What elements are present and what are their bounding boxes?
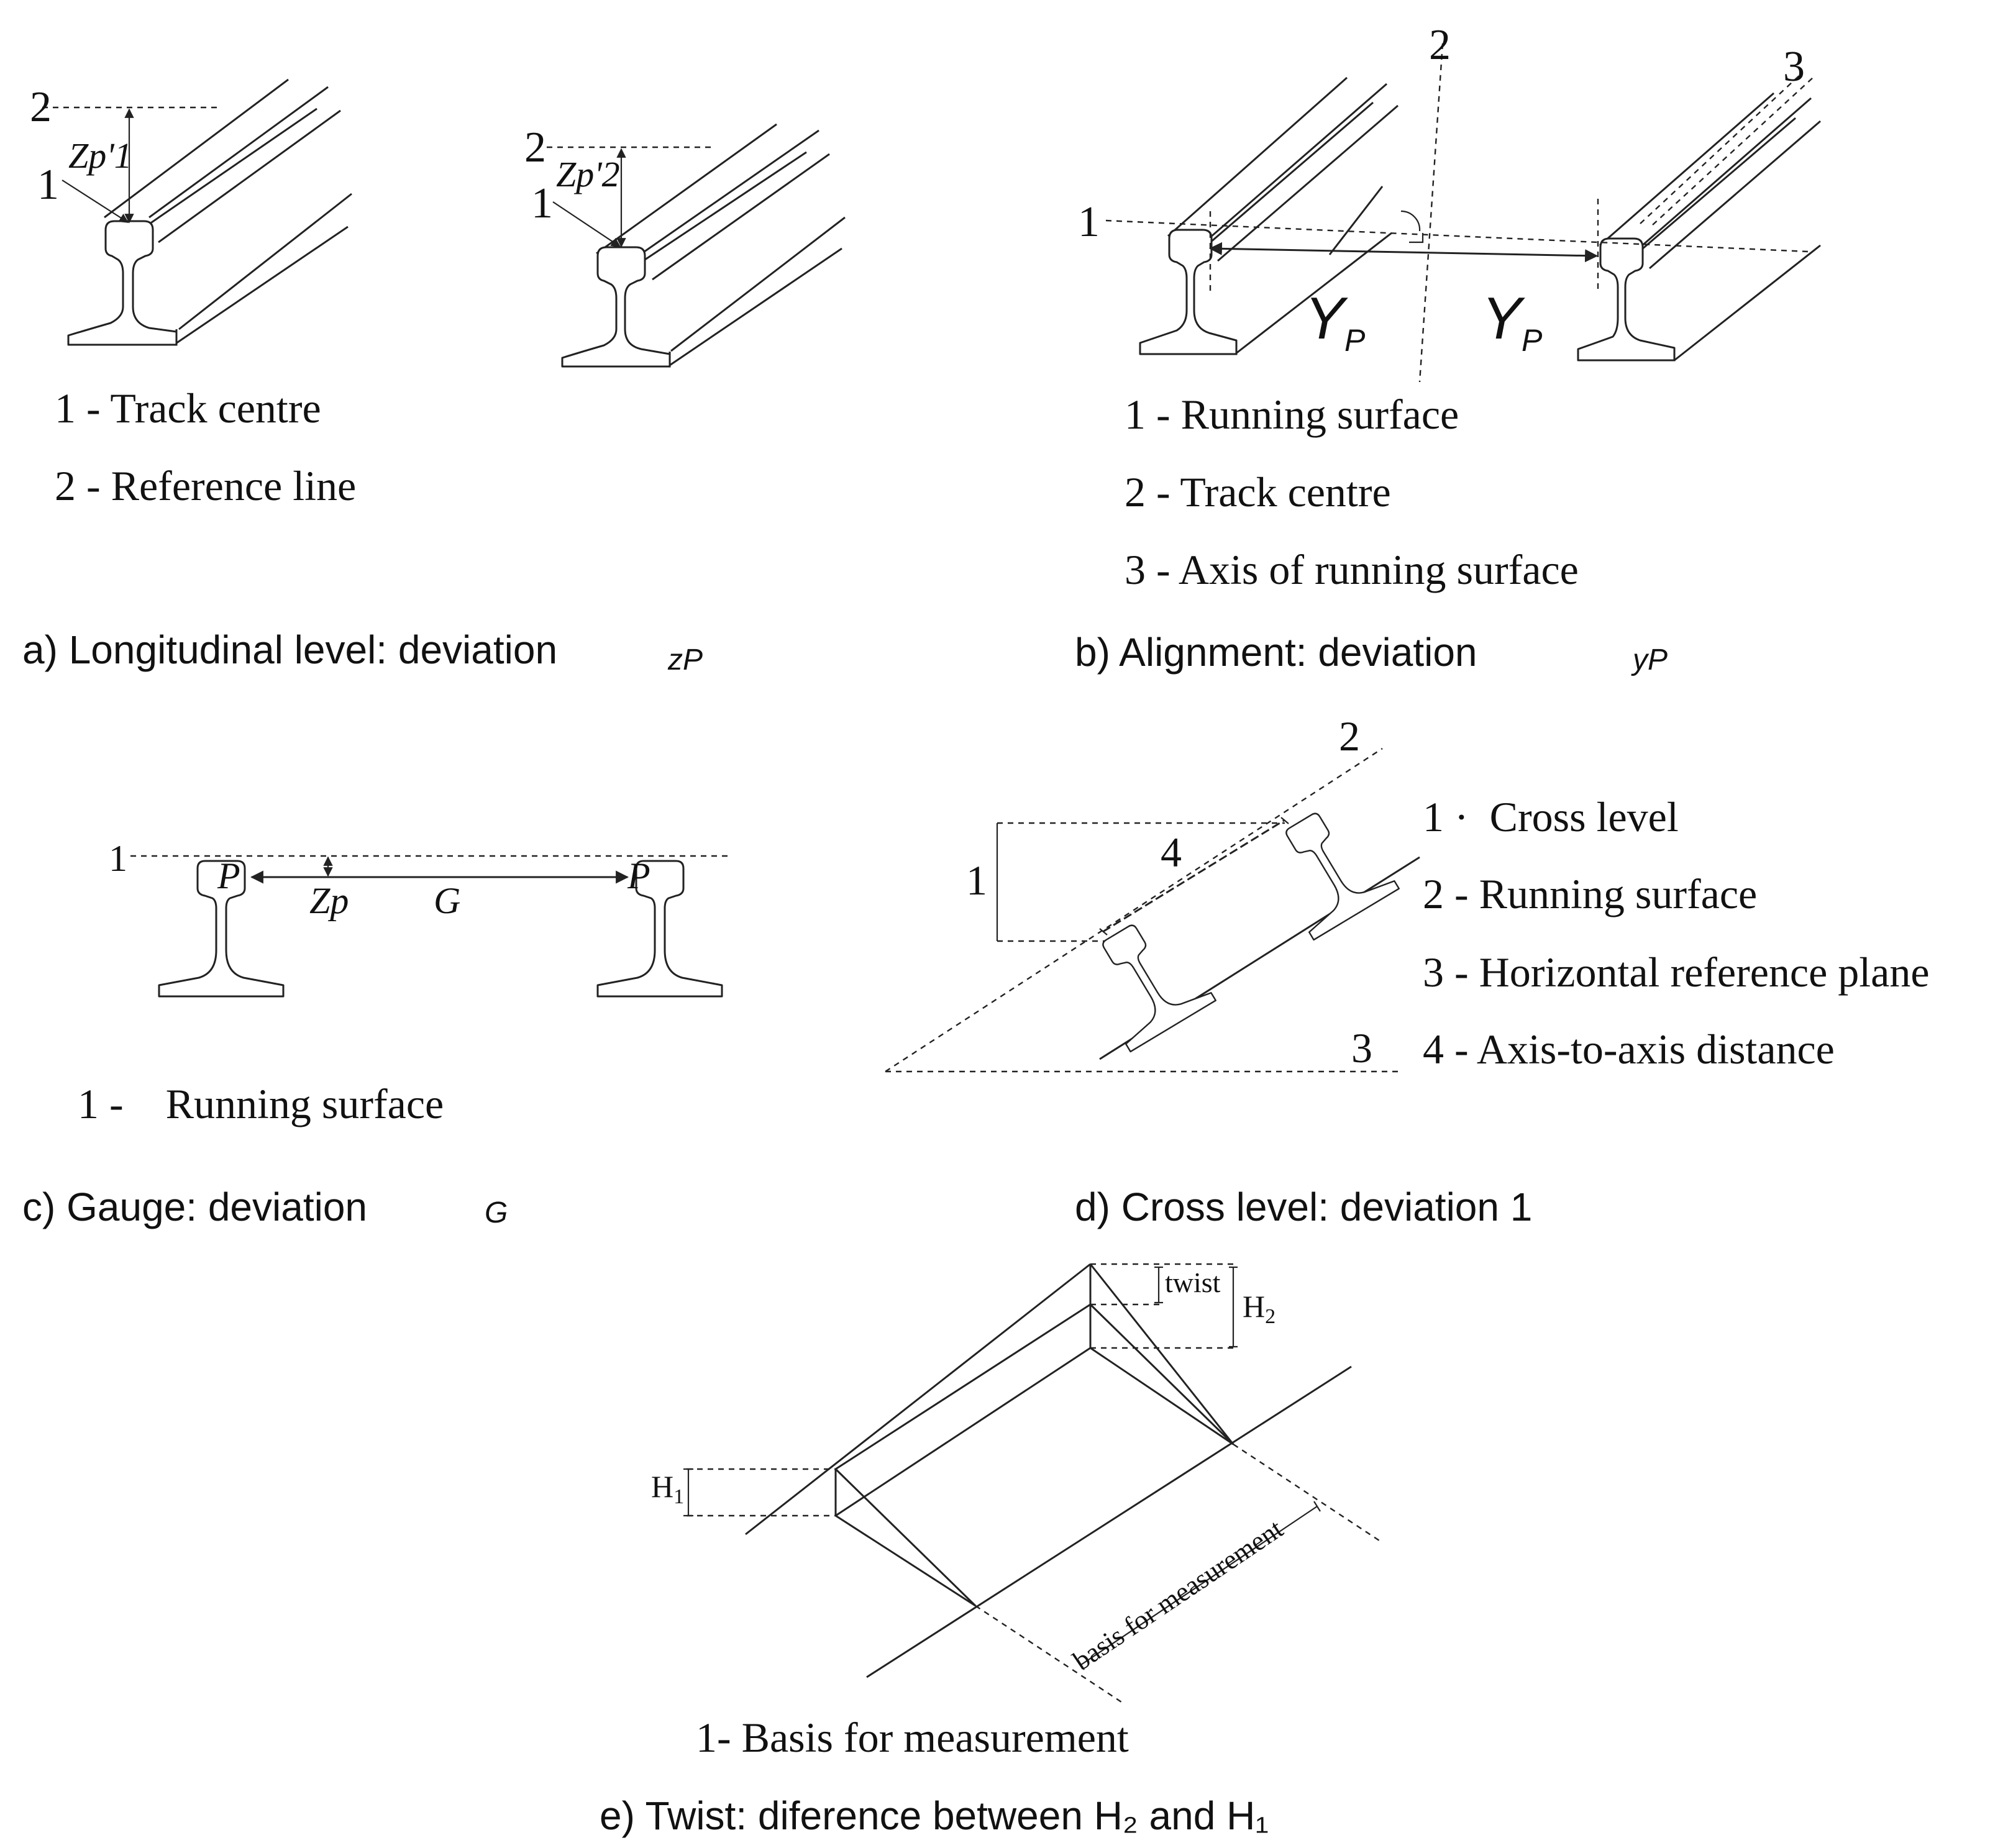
panel-d-label-4: 4 xyxy=(1161,829,1182,876)
panel-b-diagram: 2 3 1 YP YP 1 - Running surface 2 - Trac… xyxy=(1075,21,1821,676)
panel-e-diagram: twist H2 H1 basis for measurement 1- Bas… xyxy=(600,1263,1380,1838)
panel-c-caption: c) Gauge: deviation xyxy=(22,1185,367,1229)
panel-a-z-label-1: Zp'1 xyxy=(68,135,132,176)
panel-a-rail-2 xyxy=(561,123,846,368)
panel-c-zp-label: Zp xyxy=(309,880,349,921)
panel-b-caption: b) Alignment: deviation xyxy=(1075,630,1477,675)
panel-b-y-label-right: YP xyxy=(1482,285,1543,358)
panel-a-diagram: 2 1 Zp'1 2 1 Zp'2 1 - Track centre 2 - R… xyxy=(22,78,846,676)
panel-c-legend-1: 1 - Running surface xyxy=(78,1080,444,1127)
panel-c-rail-right xyxy=(596,860,723,998)
panel-a-z-label-2: Zp'2 xyxy=(556,154,620,194)
panel-a-label-2: 2 xyxy=(30,83,52,131)
panel-e-caption: e) Twist: diference between H₂ and H₁ xyxy=(600,1793,1269,1838)
panel-d-legend-4: 4 - Axis-to-axis distance xyxy=(1423,1026,1835,1073)
panel-a-label-1: 1 xyxy=(37,161,59,209)
panel-a-rail-1 xyxy=(67,78,352,346)
panel-d-legend-3: 3 - Horizontal reference plane xyxy=(1423,949,1930,996)
panel-b-right-rail xyxy=(1577,92,1821,362)
panel-b-legend-2: 2 - Track centre xyxy=(1125,468,1391,516)
panel-a-track-label-1: 1 xyxy=(531,180,553,227)
panel-a-legend-2: 2 - Reference line xyxy=(55,462,356,509)
panel-b-legend-1: 1 - Running surface xyxy=(1125,391,1459,438)
panel-b-label-2: 2 xyxy=(1429,21,1451,69)
panel-e-h2-label: H2 xyxy=(1243,1289,1276,1328)
panel-d-legend-1: 1 · Cross level xyxy=(1423,793,1679,840)
panel-b-legend-3: 3 - Axis of running surface xyxy=(1125,546,1579,593)
panel-a-caption: a) Longitudinal level: deviation xyxy=(22,627,557,672)
panel-c-p-right: P xyxy=(627,855,650,896)
panel-d-rail-low xyxy=(1074,906,1216,1053)
panel-b-left-rail xyxy=(1139,76,1399,355)
panel-d-label-1: 1 xyxy=(966,857,987,904)
panel-c-label-1: 1 xyxy=(109,838,127,879)
panel-b-y-label-left: YP xyxy=(1305,285,1366,358)
panel-c-g-label: G xyxy=(434,880,460,921)
panel-b-label-3: 3 xyxy=(1783,43,1805,91)
panel-b-caption-symbol: yP xyxy=(1631,644,1668,676)
panel-d-rail-high xyxy=(1257,794,1400,941)
panel-e-legend-1: 1- Basis for measurement xyxy=(696,1714,1129,1761)
panel-e-h1-label: H1 xyxy=(651,1469,684,1508)
panel-d-legend-2: 2 - Running surface xyxy=(1423,870,1757,917)
panel-e-twist-label: twist xyxy=(1165,1267,1221,1298)
panel-c-caption-symbol: G xyxy=(485,1196,508,1229)
panel-a-ref-label-2: 2 xyxy=(524,124,546,171)
panel-a-legend-1: 1 - Track centre xyxy=(55,385,321,432)
panel-d-diagram: 1 2 3 4 1 · Cross level 2 - Running surf… xyxy=(885,712,1930,1229)
panel-d-caption: d) Cross level: deviation 1 xyxy=(1075,1185,1532,1229)
panel-e-basis-label: basis for measurement xyxy=(1067,1513,1289,1676)
panel-d-label-3: 3 xyxy=(1351,1024,1372,1072)
panel-c-p-left: P xyxy=(217,855,240,896)
panel-b-label-1: 1 xyxy=(1078,198,1100,246)
panel-d-label-2: 2 xyxy=(1339,712,1360,760)
panel-c-diagram: 1 P P Zp G 1 - Running surface c) Gauge:… xyxy=(22,838,730,1229)
panel-a-caption-symbol: zP xyxy=(667,644,703,676)
